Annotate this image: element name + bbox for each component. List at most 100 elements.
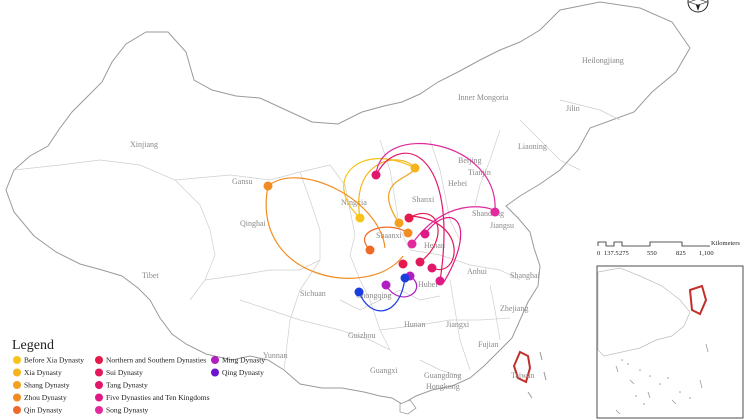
label-gansu: Gansu bbox=[232, 177, 252, 186]
legend-swatch-3 bbox=[13, 393, 21, 402]
label-liaoning: Liaoning bbox=[518, 142, 547, 151]
legend-swatch-1 bbox=[13, 368, 21, 377]
scale-tick-2: 275 bbox=[619, 250, 629, 257]
label-sichuan: Sichuan bbox=[300, 289, 326, 298]
point-five-2 bbox=[435, 276, 445, 286]
legend-label-4: Qin Dynasty bbox=[24, 406, 62, 415]
legend-swatch-9 bbox=[95, 406, 103, 414]
label-shaanxi: Shaanxi bbox=[376, 231, 403, 240]
point-qing-2 bbox=[400, 273, 410, 283]
label-tibet: Tibet bbox=[142, 271, 159, 280]
label-taiwan: Taiwan bbox=[511, 371, 534, 380]
legend-swatch-4 bbox=[13, 406, 21, 414]
label-shanxi: Shanxi bbox=[412, 195, 435, 204]
label-chongqing: Chongqing bbox=[356, 291, 392, 300]
legend-swatch-7 bbox=[95, 381, 103, 389]
hainan-island bbox=[399, 399, 417, 415]
label-tianjin: Tianjin bbox=[468, 168, 491, 177]
label-anhui: Anhui bbox=[467, 267, 488, 276]
legend-label-8: Five Dynasties and Ten Kingdoms bbox=[106, 393, 210, 402]
route-five bbox=[424, 217, 462, 283]
legend-swatch-0 bbox=[13, 356, 21, 364]
legend-label-9: Song Dynasty bbox=[106, 406, 149, 415]
point-nsd-2 bbox=[398, 259, 408, 269]
point-xia bbox=[410, 163, 420, 173]
point-five bbox=[420, 229, 430, 239]
label-shanghai: Shanghai bbox=[510, 271, 541, 280]
taiwan-island bbox=[512, 350, 532, 384]
point-shang bbox=[394, 218, 404, 228]
scale-tick-1: 137.5 bbox=[604, 250, 619, 257]
scale-tick-0: 0 bbox=[597, 250, 600, 257]
legend-label-5: Northern and Southern Dynasties bbox=[106, 356, 206, 365]
legend-swatch-8 bbox=[95, 393, 103, 402]
point-qin bbox=[365, 245, 375, 255]
label-yunnan: Yunnan bbox=[263, 351, 287, 360]
label-jiangsu: Jiangsu bbox=[490, 221, 514, 230]
label-jiangxi: Jiangxi bbox=[446, 320, 470, 329]
province-labels: Xinjiang Tibet Qinghai Gansu Inner Mongo… bbox=[130, 56, 624, 391]
scale-bar: Kilometers 0 137.5 275 550 825 1,100 bbox=[597, 240, 740, 257]
label-heilongjiang: Heilongjiang bbox=[582, 56, 624, 65]
label-fujian: Fujian bbox=[478, 340, 498, 349]
inset-map bbox=[596, 265, 744, 419]
label-shandong: Shandong bbox=[472, 209, 504, 218]
scale-tick-4: 825 bbox=[676, 250, 686, 257]
legend-title: Legend bbox=[12, 338, 54, 353]
legend-swatch-6 bbox=[95, 368, 103, 377]
province-boundaries bbox=[13, 99, 621, 377]
scale-tick-3: 550 bbox=[647, 250, 657, 257]
legend-label-10: Ming Dynasty bbox=[222, 356, 265, 365]
label-qinghai: Qinghai bbox=[240, 219, 267, 228]
label-xinjiang: Xinjiang bbox=[130, 140, 158, 149]
legend-swatch-11 bbox=[211, 368, 219, 377]
point-song bbox=[490, 207, 500, 217]
compass-icon bbox=[687, 0, 709, 13]
point-before-xia bbox=[355, 213, 365, 223]
route-ming bbox=[385, 275, 418, 298]
point-ming bbox=[381, 280, 391, 290]
label-zhejiang: Zhejiang bbox=[500, 304, 528, 313]
route-zhou-2 bbox=[265, 185, 404, 279]
label-guangxi: Guangxi bbox=[370, 366, 398, 375]
legend-label-1: Xia Dynasty bbox=[24, 368, 62, 377]
migration-routes bbox=[265, 142, 496, 312]
point-nsd bbox=[404, 213, 414, 223]
route-qing bbox=[358, 277, 406, 312]
legend-label-0: Before Xia Dynasty bbox=[24, 356, 84, 365]
scale-unit: Kilometers bbox=[711, 240, 740, 247]
label-guangdong: Guangdong bbox=[424, 371, 461, 380]
legend-label-11: Qing Dynasty bbox=[222, 368, 264, 377]
route-sui bbox=[409, 215, 455, 271]
point-sui bbox=[415, 257, 425, 267]
islands-dashes bbox=[527, 351, 547, 399]
route-before-xia bbox=[343, 158, 416, 219]
label-hunan: Hunan bbox=[404, 320, 425, 329]
scale-tick-5: 1,100 bbox=[699, 250, 714, 257]
label-hebei: Hebei bbox=[448, 179, 468, 188]
legend-swatch-2 bbox=[13, 381, 21, 389]
point-zhou-2 bbox=[403, 228, 413, 238]
legend-label-2: Shang Dynasty bbox=[24, 381, 70, 390]
label-inner-mongolia: Inner Mongoria bbox=[458, 93, 509, 102]
capital-points bbox=[263, 163, 500, 297]
route-song-1 bbox=[375, 142, 496, 213]
point-song-2 bbox=[407, 239, 417, 249]
point-tang-2 bbox=[427, 263, 437, 273]
route-tang bbox=[375, 152, 445, 282]
route-qin bbox=[363, 226, 409, 251]
label-hubei: Hubei bbox=[418, 280, 438, 289]
label-jilin: Jilin bbox=[566, 104, 580, 113]
route-zhou-1 bbox=[267, 177, 386, 249]
legend-swatch-10 bbox=[211, 356, 219, 364]
legend-label-6: Sui Dynasty bbox=[106, 368, 143, 377]
point-zhou bbox=[263, 181, 273, 191]
legend-label-7: Tang Dynasty bbox=[106, 381, 148, 390]
label-guizhou: Guizhou bbox=[348, 331, 376, 340]
legend-label-3: Zhou Dynasty bbox=[24, 393, 67, 402]
route-nsd bbox=[408, 212, 439, 263]
